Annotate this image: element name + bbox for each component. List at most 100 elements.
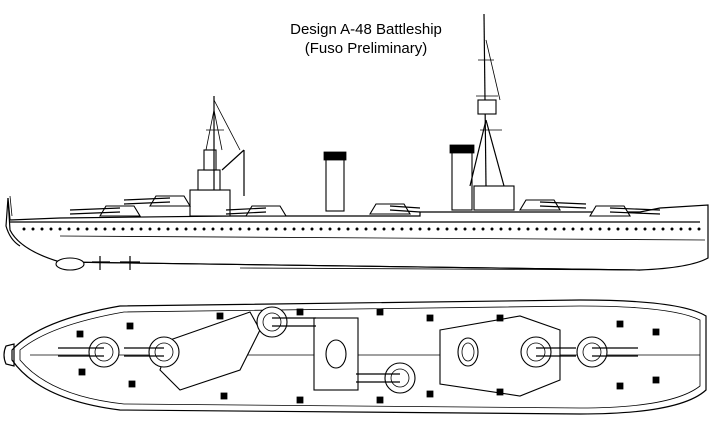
plan-turret-ring: [94, 342, 114, 362]
portholes: [22, 227, 701, 231]
side-gun-barrel: [123, 197, 171, 201]
deck-fitting: [652, 328, 660, 336]
porthole: [688, 227, 692, 231]
drawing-title: Design A-48 Battleship (Fuso Preliminary…: [266, 20, 466, 58]
aft-mast-rigging: [476, 39, 502, 131]
plan-turret-ring: [262, 312, 282, 332]
porthole: [427, 227, 431, 231]
porthole: [616, 227, 620, 231]
deck-fitting: [126, 322, 134, 330]
porthole: [562, 227, 566, 231]
bow-stem: [5, 197, 21, 247]
aft-funnel-plan-inner: [461, 342, 475, 362]
fore-funnel: [325, 154, 345, 212]
porthole: [274, 227, 278, 231]
fore-deckhouse-plan: [159, 311, 261, 391]
deck-fitting: [652, 376, 660, 384]
porthole: [337, 227, 341, 231]
porthole: [112, 227, 116, 231]
aft-superstructure: [473, 185, 515, 211]
porthole: [157, 227, 161, 231]
aft-mast-legs: [469, 119, 505, 187]
porthole: [103, 227, 107, 231]
porthole: [526, 227, 530, 231]
aft-funnel-plan: [457, 337, 479, 367]
porthole: [472, 227, 476, 231]
porthole: [463, 227, 467, 231]
porthole: [652, 227, 656, 231]
porthole: [580, 227, 584, 231]
porthole: [571, 227, 575, 231]
side-gun-barrel: [225, 207, 267, 211]
title-line-2: (Fuso Preliminary): [304, 40, 428, 57]
porthole: [436, 227, 440, 231]
porthole: [319, 227, 323, 231]
porthole: [211, 227, 215, 231]
side-turret: [99, 205, 141, 217]
deck-fitting: [78, 368, 86, 376]
deck-fitting: [128, 380, 136, 388]
porthole: [589, 227, 593, 231]
plan-turrets: [58, 306, 638, 394]
porthole: [544, 227, 548, 231]
porthole: [175, 227, 179, 231]
porthole: [661, 227, 665, 231]
bow-jackstaff: [9, 195, 13, 217]
porthole: [445, 227, 449, 231]
keel-line: [59, 261, 641, 271]
side-gun-barrel: [389, 209, 421, 213]
aft-funnel: [451, 147, 473, 211]
side-turret: [519, 199, 561, 211]
porthole: [148, 227, 152, 231]
deck-outline: [11, 299, 707, 415]
fore-mast-rigging: [205, 99, 241, 151]
plan-turret: [384, 362, 416, 394]
side-gun-barrel: [69, 207, 121, 211]
plan-turret: [576, 336, 608, 368]
porthole: [130, 227, 134, 231]
porthole: [355, 227, 359, 231]
porthole: [400, 227, 404, 231]
porthole: [301, 227, 305, 231]
side-gun-barrel: [69, 211, 121, 215]
deck-fitting: [616, 382, 624, 390]
side-turret: [589, 205, 631, 217]
deck-fitting: [496, 314, 504, 322]
plan-turret: [520, 336, 552, 368]
deck-fitting: [616, 320, 624, 328]
porthole: [679, 227, 683, 231]
deck-fitting: [296, 308, 304, 316]
aft-spotting-top: [477, 99, 497, 115]
porthole: [193, 227, 197, 231]
deck-fitting: [220, 392, 228, 400]
deck-fitting: [376, 396, 384, 404]
porthole: [418, 227, 422, 231]
porthole: [499, 227, 503, 231]
porthole: [625, 227, 629, 231]
plan-turret-ring: [154, 342, 174, 362]
fore-crane: [221, 149, 245, 196]
deck-fittings: [76, 308, 660, 404]
belt-line: [59, 235, 706, 241]
porthole: [634, 227, 638, 231]
porthole: [94, 227, 98, 231]
porthole: [598, 227, 602, 231]
side-gun-barrel: [539, 201, 587, 205]
porthole: [310, 227, 314, 231]
porthole: [535, 227, 539, 231]
side-turret: [245, 205, 287, 217]
propeller: [55, 257, 85, 271]
porthole: [49, 227, 53, 231]
porthole: [265, 227, 269, 231]
side-gun-barrel: [609, 207, 661, 211]
porthole: [85, 227, 89, 231]
porthole: [670, 227, 674, 231]
deck-fitting: [426, 314, 434, 322]
porthole: [607, 227, 611, 231]
fore-top: [203, 149, 217, 171]
plan-turret-ring: [390, 368, 410, 388]
porthole: [283, 227, 287, 231]
bow-tip: [3, 343, 15, 367]
side-gun-barrel: [609, 211, 661, 215]
plan-turret: [88, 336, 120, 368]
